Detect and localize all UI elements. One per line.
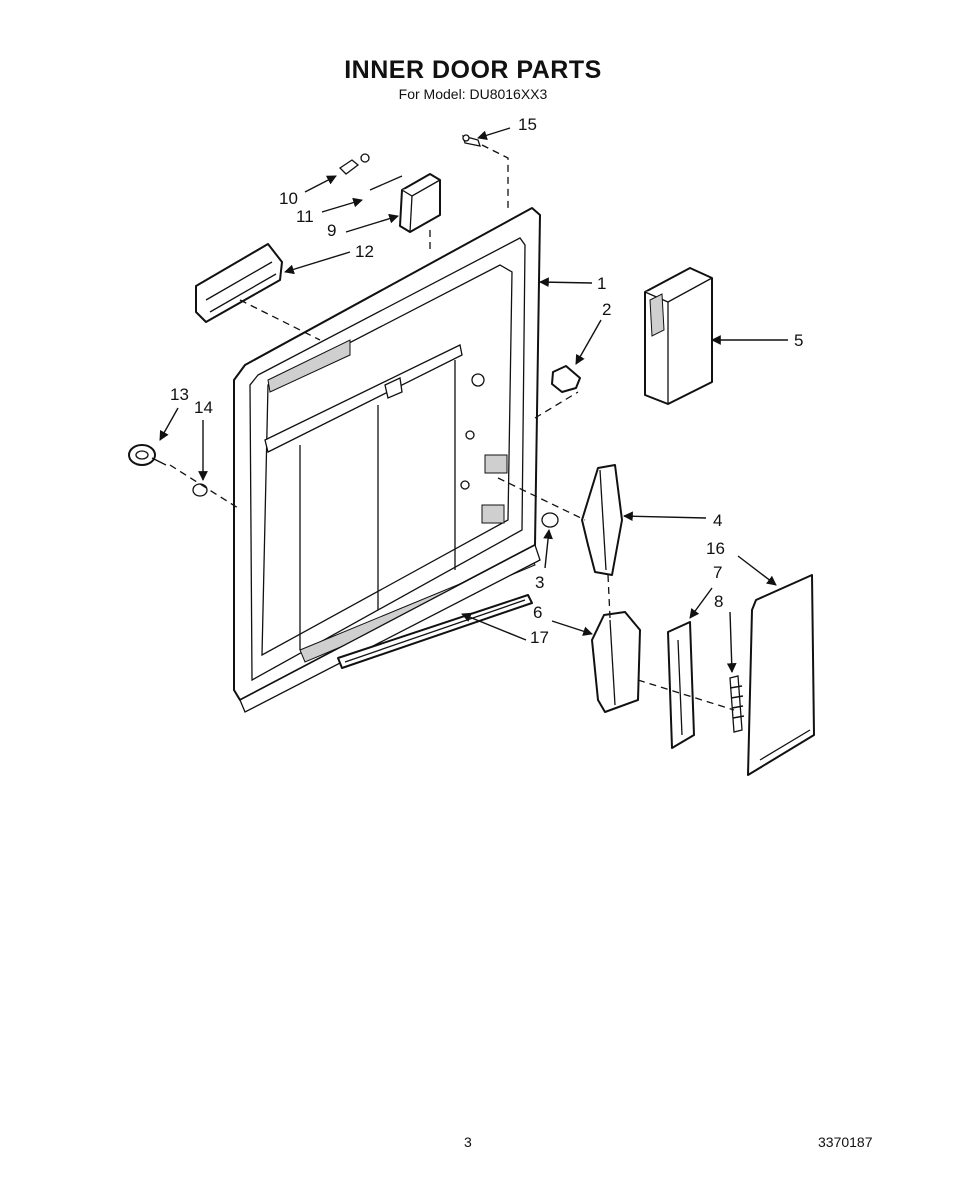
callout-5: 5 <box>794 331 803 350</box>
dispenser-housing <box>644 267 713 405</box>
knob-and-washer <box>128 444 208 497</box>
leader-lines <box>159 127 788 673</box>
assembly-lines <box>169 144 735 711</box>
callout-1: 1 <box>597 274 606 293</box>
upper-latch <box>581 464 623 576</box>
callout-11: 11 <box>296 207 314 226</box>
callout-4: 4 <box>713 511 722 530</box>
callout-labels: 1 2 3 4 5 6 7 8 9 10 11 12 13 14 15 16 1… <box>170 115 803 647</box>
page-title: INNER DOOR PARTS <box>344 56 602 84</box>
callout-12: 12 <box>355 242 374 261</box>
callout-10: 10 <box>279 189 298 208</box>
spring-and-pin <box>338 153 403 191</box>
callout-13: 13 <box>170 385 189 404</box>
callout-17: 17 <box>530 628 549 647</box>
latch-spring <box>729 675 745 733</box>
document-number: 3370187 <box>818 1134 873 1150</box>
callout-15: 15 <box>518 115 537 134</box>
inner-door-panel <box>233 207 541 713</box>
callout-3: 3 <box>535 573 544 592</box>
callout-14: 14 <box>194 398 213 417</box>
clip <box>551 365 581 393</box>
callout-7: 7 <box>713 563 722 582</box>
callout-6: 6 <box>533 603 542 622</box>
callout-16: 16 <box>706 539 725 558</box>
callout-8: 8 <box>714 592 723 611</box>
page-number: 3 <box>464 1134 472 1150</box>
callout-2: 2 <box>602 300 611 319</box>
vent-cover <box>399 173 441 233</box>
callout-9: 9 <box>327 221 336 240</box>
screw <box>462 134 481 147</box>
latch-rod <box>667 621 695 749</box>
lower-latch <box>591 611 641 713</box>
model-subtitle: For Model: DU8016XX3 <box>398 86 548 102</box>
nut <box>541 512 559 528</box>
side-cover <box>747 574 815 776</box>
door-handle <box>195 243 283 323</box>
